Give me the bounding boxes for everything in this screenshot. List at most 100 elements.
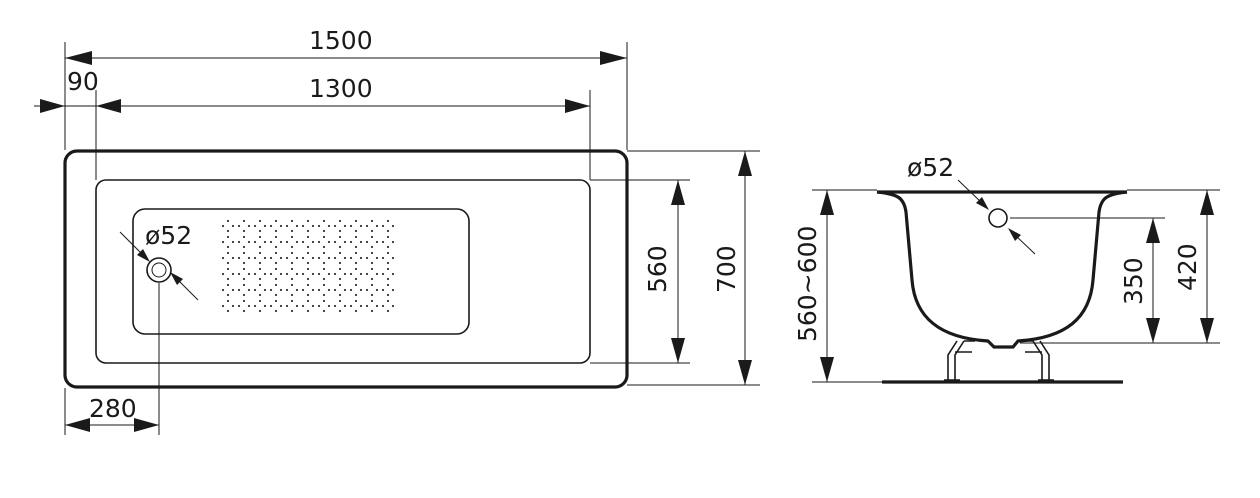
anti-slip-dot <box>285 224 289 228</box>
anti-slip-dot <box>263 256 267 260</box>
anti-slip-dot <box>333 224 337 228</box>
anti-slip-dot <box>386 309 390 313</box>
anti-slip-dot <box>295 224 299 228</box>
anti-slip-dot <box>269 224 273 228</box>
anti-slip-dot <box>242 309 246 313</box>
anti-slip-dot <box>258 277 262 281</box>
anti-slip-dot <box>338 293 342 297</box>
anti-slip-dot <box>370 261 374 265</box>
anti-slip-dot <box>253 240 257 244</box>
anti-slip-dot <box>365 288 369 292</box>
anti-slip-dot <box>221 256 225 260</box>
anti-slip-dot <box>274 229 278 233</box>
anti-slip-dot <box>333 272 337 276</box>
anti-slip-dot <box>333 288 337 292</box>
anti-slip-dot <box>258 219 262 223</box>
anti-slip-dot <box>327 240 331 244</box>
anti-slip-dot <box>370 299 374 303</box>
anti-slip-dot <box>221 272 225 276</box>
anti-slip-dot <box>391 272 395 276</box>
anti-slip-dot <box>237 240 241 244</box>
anti-slip-dot <box>317 272 321 276</box>
anti-slip-dot <box>301 240 305 244</box>
anti-slip-dot <box>258 283 262 287</box>
anti-slip-dot <box>279 272 283 276</box>
anti-slip-dot <box>274 309 278 313</box>
anti-slip-dot <box>322 267 326 271</box>
anti-slip-dot <box>365 304 369 308</box>
total-height-label: 560~600 <box>793 226 822 342</box>
anti-slip-dot <box>253 272 257 276</box>
anti-slip-dot <box>386 299 390 303</box>
anti-slip-dot <box>290 235 294 239</box>
anti-slip-dot <box>253 224 257 228</box>
anti-slip-dot <box>354 245 358 249</box>
anti-slip-dot <box>365 224 369 228</box>
anti-slip-dot <box>354 235 358 239</box>
anti-slip-dot <box>370 293 374 297</box>
anti-slip-dot <box>386 235 390 239</box>
dimension-drain-offset: 280 <box>64 283 160 435</box>
rim-offset-label: 90 <box>67 67 99 96</box>
anti-slip-dot <box>258 261 262 265</box>
anti-slip-dot <box>354 229 358 233</box>
drain-side-view <box>988 208 1008 228</box>
anti-slip-dot <box>359 288 363 292</box>
anti-slip-dot <box>391 288 395 292</box>
anti-slip-dot <box>322 245 326 249</box>
anti-slip-dot <box>279 288 283 292</box>
anti-slip-dot <box>386 261 390 265</box>
anti-slip-dot <box>338 245 342 249</box>
anti-slip-dot <box>247 288 251 292</box>
anti-slip-dot-pattern <box>221 219 395 313</box>
anti-slip-dot <box>359 304 363 308</box>
anti-slip-dot <box>258 293 262 297</box>
anti-slip-dot <box>322 251 326 255</box>
anti-slip-dot <box>354 219 358 223</box>
anti-slip-dot <box>274 235 278 239</box>
anti-slip-dot <box>290 283 294 287</box>
anti-slip-dot <box>253 256 257 260</box>
anti-slip-dot <box>242 293 246 297</box>
anti-slip-dot <box>253 288 257 292</box>
dimension-inner-width: 560 <box>643 180 685 363</box>
dimension-total-length: 1500 <box>65 26 627 65</box>
anti-slip-dot <box>242 267 246 271</box>
anti-slip-dot <box>327 256 331 260</box>
drain-diameter-label-side: ø52 <box>907 153 954 182</box>
anti-slip-dot <box>221 224 225 228</box>
anti-slip-dot <box>242 229 246 233</box>
anti-slip-dot <box>269 272 273 276</box>
anti-slip-dot <box>279 224 283 228</box>
anti-slip-dot <box>338 309 342 313</box>
anti-slip-dot <box>274 283 278 287</box>
anti-slip-dot <box>237 256 241 260</box>
anti-slip-dot <box>306 267 310 271</box>
total-width-label: 700 <box>712 245 741 293</box>
anti-slip-dot <box>242 251 246 255</box>
anti-slip-dot <box>381 288 385 292</box>
anti-slip-dot <box>338 235 342 239</box>
drain-diameter-label-top: ø52 <box>145 221 192 250</box>
anti-slip-dot <box>274 299 278 303</box>
anti-slip-dot <box>242 245 246 249</box>
anti-slip-dot <box>290 277 294 281</box>
anti-slip-dot <box>322 293 326 297</box>
anti-slip-dot <box>386 267 390 271</box>
anti-slip-dot <box>231 304 235 308</box>
top-view: ø52 1500 90 1300 280 <box>34 26 760 435</box>
anti-slip-dot <box>349 256 353 260</box>
anti-slip-dot <box>311 240 315 244</box>
anti-slip-dot <box>269 240 273 244</box>
anti-slip-dot <box>386 277 390 281</box>
anti-slip-dot <box>279 240 283 244</box>
anti-slip-dot <box>247 304 251 308</box>
anti-slip-dot <box>242 277 246 281</box>
anti-slip-dot <box>295 304 299 308</box>
anti-slip-dot <box>290 267 294 271</box>
anti-slip-dot <box>311 288 315 292</box>
anti-slip-dot <box>338 267 342 271</box>
anti-slip-dot <box>226 219 230 223</box>
anti-slip-dot <box>333 304 337 308</box>
